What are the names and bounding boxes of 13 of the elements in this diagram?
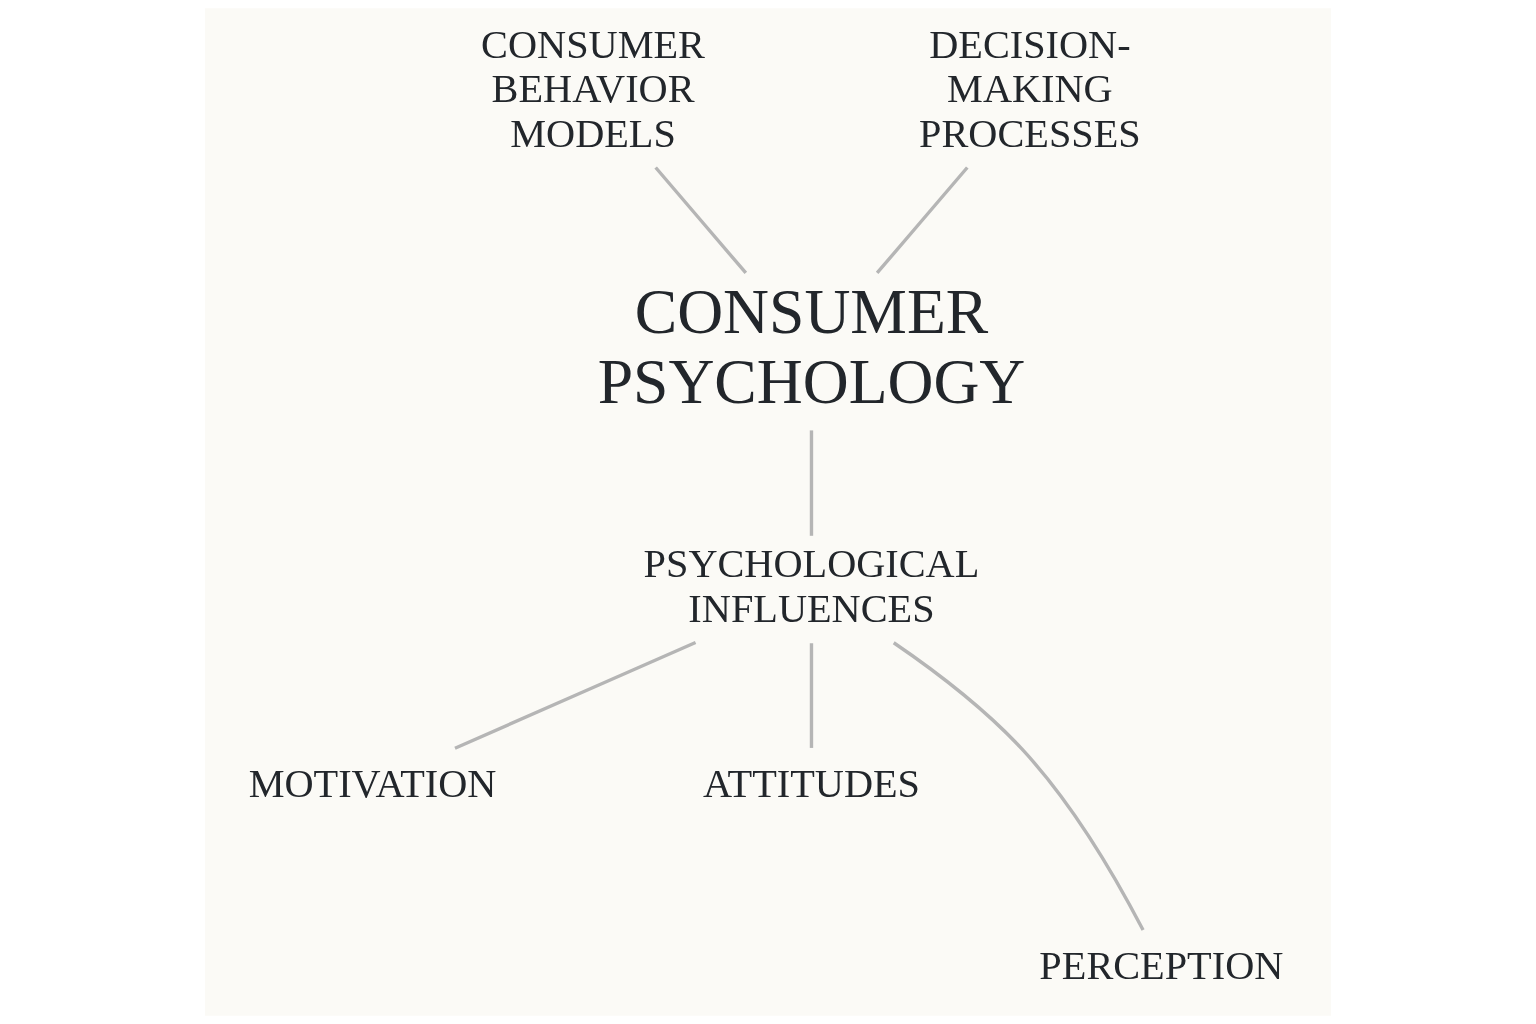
node-text: CONSUMER PSYCHOLOGY [597, 275, 1026, 417]
connector [875, 166, 969, 275]
node-text: PERCEPTION [1039, 942, 1284, 988]
connector [654, 166, 748, 275]
node-text: CONSUMER BEHAVIOR MODELS [481, 21, 705, 156]
node-text: PSYCHOLOGICAL INFLUENCES [643, 541, 980, 631]
node-text: DECISION-MAKING PROCESSES [919, 21, 1141, 156]
node-text: MOTIVATION [248, 760, 497, 806]
connector [454, 640, 697, 750]
connector [892, 641, 1145, 931]
node-text: ATTITUDES [702, 760, 920, 806]
connector [809, 643, 814, 748]
connector [809, 430, 814, 536]
